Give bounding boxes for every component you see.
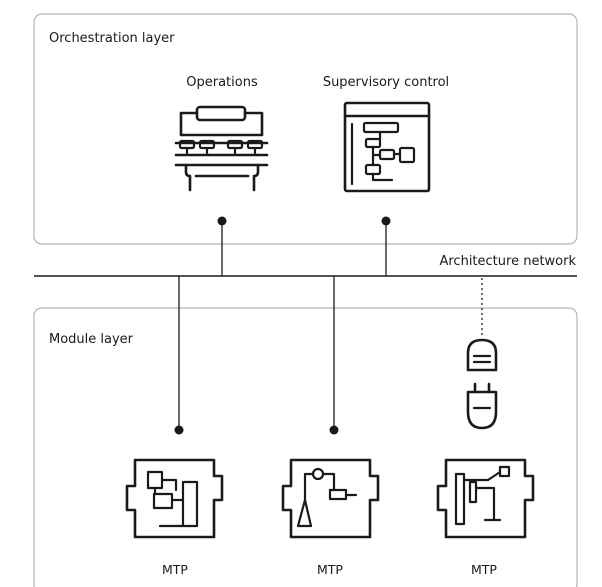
supervisory-control-icon — [343, 101, 431, 193]
mtp-label-1: MTP — [162, 562, 188, 577]
plug-connector-icon — [466, 338, 498, 430]
orchestration-layer-title: Orchestration layer — [49, 31, 175, 46]
mtp-reactor-icon — [281, 458, 380, 539]
module-connectors — [174, 276, 483, 435]
mtp-piping-icon — [436, 458, 535, 539]
module-layer-title: Module layer — [49, 332, 134, 347]
mtp-module-1: MTP — [125, 458, 224, 577]
mtp-label-3: MTP — [471, 562, 497, 577]
mtp-label-2: MTP — [317, 562, 343, 577]
architecture-network-label: Architecture network — [439, 254, 576, 269]
mtp-module-2: MTP — [281, 458, 380, 577]
orchestration-layer: Orchestration layer Operations Superviso… — [33, 13, 578, 245]
operations-icon — [174, 105, 269, 192]
operations-label: Operations — [186, 75, 258, 90]
mtp-module-3: MTP — [436, 458, 535, 577]
supervisory-control-label: Supervisory control — [323, 75, 449, 90]
mtp-tank-icon — [125, 458, 224, 539]
module-layer: Module layer — [33, 307, 578, 587]
orchestration-connectors — [217, 216, 391, 276]
architecture-network: Architecture network — [34, 254, 577, 277]
